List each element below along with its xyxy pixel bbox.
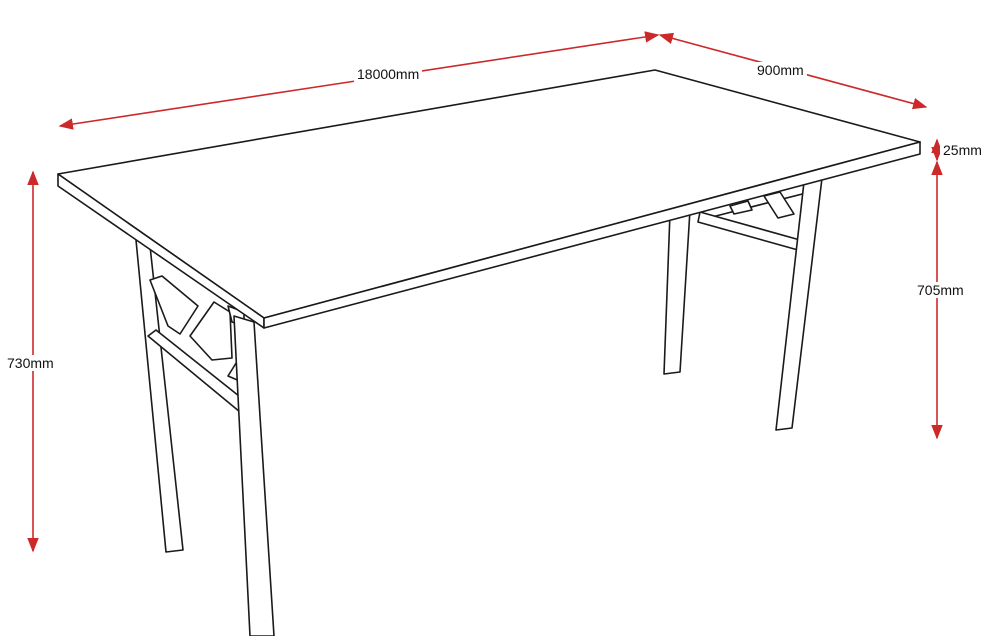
top-thickness-label: 25mm [940, 142, 985, 158]
left-gusset-2 [189, 301, 233, 361]
table-top-right-edge [263, 141, 921, 329]
back-left-leg [663, 209, 691, 375]
length-label: 18000mm [354, 66, 423, 82]
back-right-diagonal-brace [697, 211, 801, 251]
height-under-top-label: 705mm [914, 282, 967, 298]
front-left-leg [233, 315, 275, 636]
table-top [57, 69, 921, 329]
back-right-gusset-2 [729, 200, 753, 215]
left-gusset-1 [149, 275, 199, 335]
depth-label: 900mm [754, 62, 807, 78]
height-total-label: 730mm [4, 355, 57, 371]
